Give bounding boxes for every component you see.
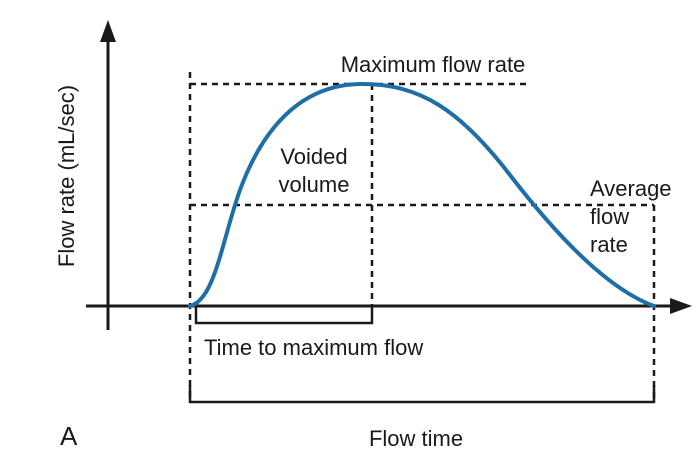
voided-volume-label-line1: Voided [280,144,347,169]
average-flow-label-line1: Average [590,176,672,201]
voided-volume-label-line2: volume [279,172,350,197]
time-to-max-label: Time to maximum flow [204,335,423,360]
average-flow-label-line2: flow [590,204,629,229]
y-axis-label: Flow rate (mL/sec) [54,85,79,267]
flow-time-bracket [188,385,656,404]
flow-curve [188,81,656,308]
panel-label: A [60,421,78,451]
time-to-max-bracket [194,306,374,325]
y-axis-arrow [100,20,116,42]
average-flow-label-line3: rate [590,232,628,257]
maximum-flow-rate-label: Maximum flow rate [341,52,526,77]
x-axis-arrow [670,298,692,314]
flow-time-label: Flow time [369,426,463,451]
